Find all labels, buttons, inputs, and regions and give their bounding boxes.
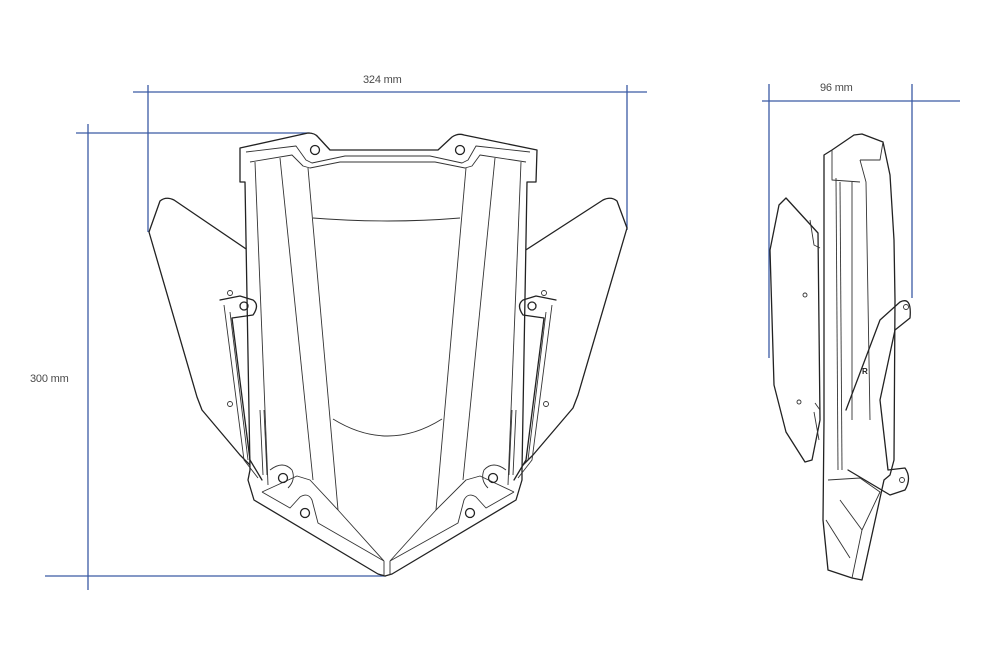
depth-dimension-lines: [762, 84, 960, 358]
side-view: [769, 133, 911, 581]
height-dimension-label: 300 mm: [30, 373, 69, 385]
front-view: [148, 132, 628, 577]
depth-dimension-label: 96 mm: [820, 82, 853, 94]
height-dimension-lines: [45, 124, 386, 590]
side-marker-label: R: [862, 367, 868, 376]
width-dimension-label: 324 mm: [363, 74, 402, 86]
width-dimension-lines: [133, 85, 647, 232]
